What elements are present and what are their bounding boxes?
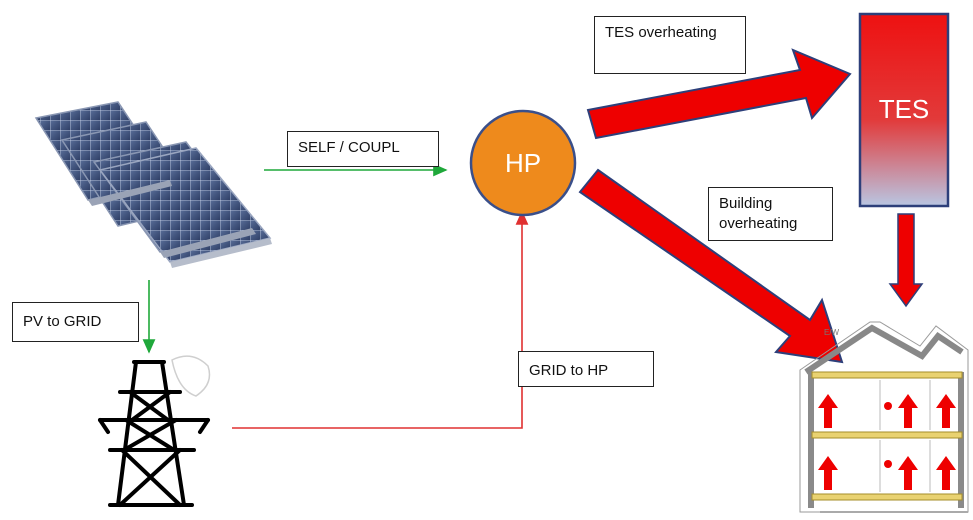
building-overheating-line2: overheating [719,215,798,232]
tes-label: TES [878,94,930,124]
building-overheating-line1: Building [719,195,773,212]
grid-to-hp-label: GRID to HP [518,351,654,387]
building-overheating-arrow [578,168,844,364]
tes-overheating-arrow [586,48,852,140]
tes-tank [858,12,950,208]
building-section-image: E/W [799,321,969,513]
svg-text:E/W: E/W [824,328,840,337]
self-coupl-label: SELF / COUPL [287,131,439,167]
power-pylon-icon [98,360,210,507]
hp-node [469,109,577,217]
tes-to-building-arrow [888,213,924,308]
pylon-ghost-outline [171,355,211,397]
hp-label: HP [504,147,542,178]
building-overheating-label: Building overheating [708,187,833,241]
tes-overheating-label: TES overheating [594,16,746,74]
pv-to-grid-label: PV to GRID [12,302,139,342]
solar-panels-image [34,101,272,268]
grid-to-hp-flow-line [232,210,529,429]
